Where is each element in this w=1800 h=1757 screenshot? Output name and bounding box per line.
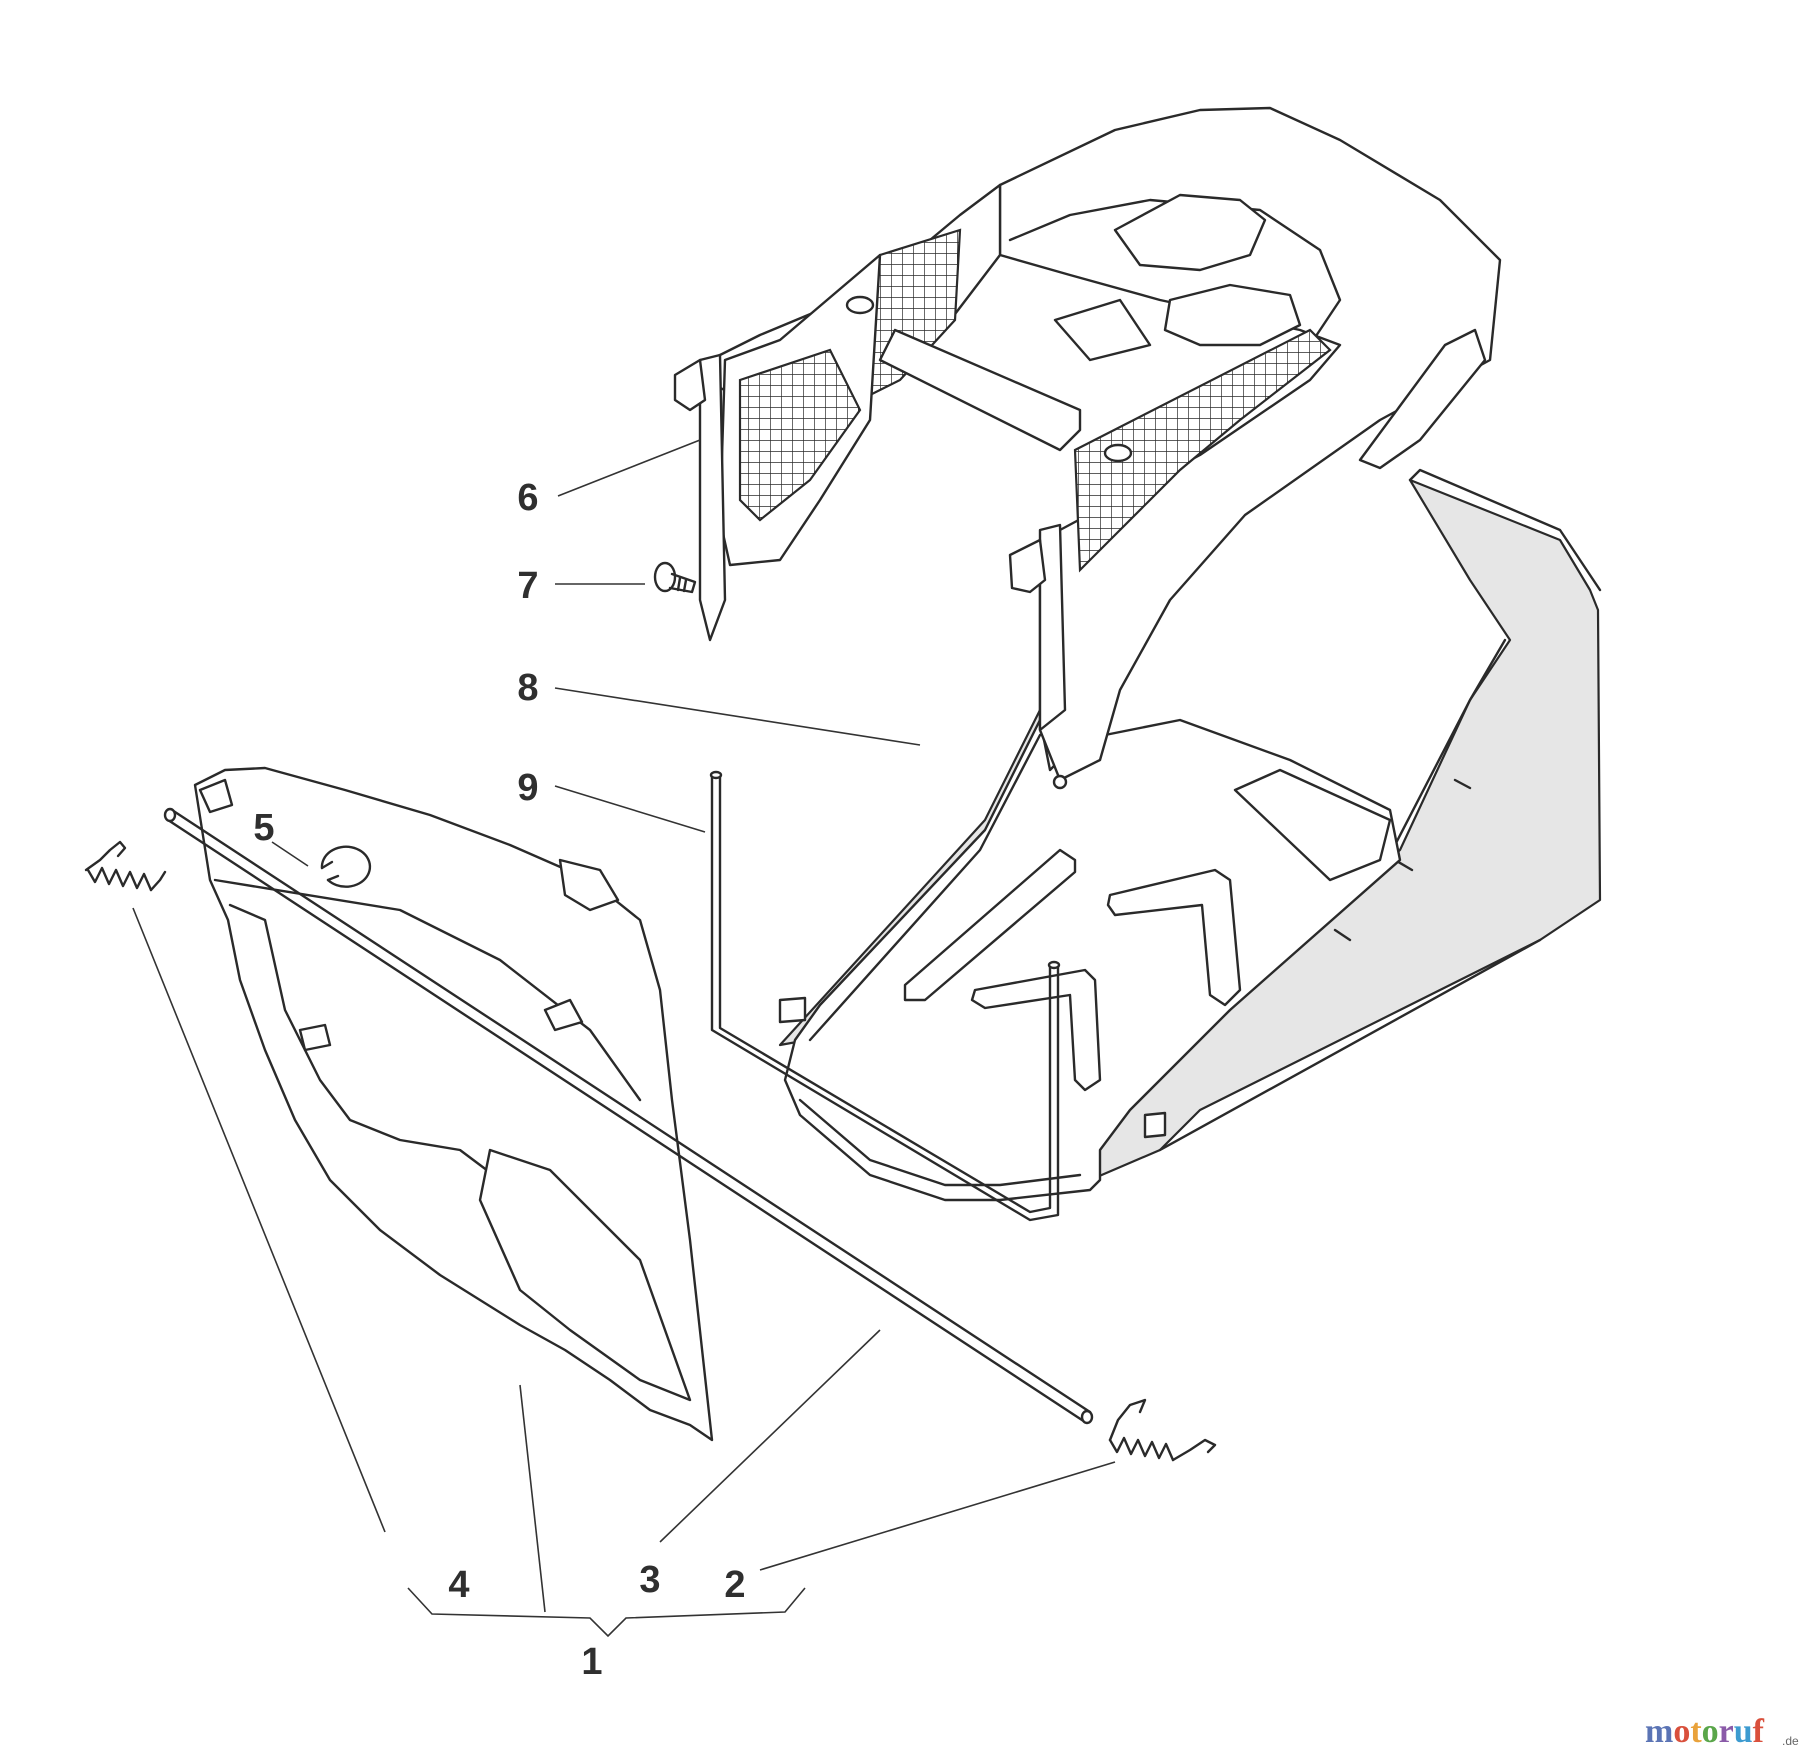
wm-letter-u: u xyxy=(1734,1713,1753,1750)
hinge-rod-u-icon xyxy=(709,770,1061,1222)
wm-suffix: .de xyxy=(1782,1734,1799,1748)
deflector-flap-icon xyxy=(193,766,714,1442)
spring-left-icon xyxy=(84,840,167,892)
callout-4: 4 xyxy=(448,1564,469,1606)
wm-letter-t: t xyxy=(1690,1713,1702,1750)
hinge-rod-icon xyxy=(163,807,1094,1425)
wm-letter-o2: o xyxy=(1702,1713,1719,1750)
grass-bag-frame-icon xyxy=(673,106,1502,790)
wm-letter-m: m xyxy=(1645,1713,1673,1750)
callout-1: 1 xyxy=(581,1641,602,1683)
callout-6: 6 xyxy=(517,477,538,519)
bag-base-frame-icon xyxy=(778,718,1402,1202)
callout-7: 7 xyxy=(517,565,538,607)
callout-3: 3 xyxy=(639,1559,660,1601)
wm-letter-r: r xyxy=(1719,1713,1734,1750)
circlip-icon xyxy=(320,845,372,888)
wm-letter-o1: o xyxy=(1673,1713,1690,1750)
callout-8: 8 xyxy=(517,667,538,709)
svg-text:motoruf: motoruf xyxy=(1645,1713,1765,1750)
callout-labels: 1 2 3 4 5 6 7 8 9 xyxy=(253,477,745,1683)
callout-2: 2 xyxy=(724,1564,745,1606)
leader-lines xyxy=(132,439,1116,1638)
spring-right-icon xyxy=(1108,1398,1217,1462)
callout-5: 5 xyxy=(253,807,274,849)
callout-9: 9 xyxy=(517,767,538,809)
screw-icon xyxy=(653,561,697,594)
motoruf-watermark: motoruf .de xyxy=(1645,1713,1799,1750)
wm-letter-f: f xyxy=(1753,1713,1765,1750)
